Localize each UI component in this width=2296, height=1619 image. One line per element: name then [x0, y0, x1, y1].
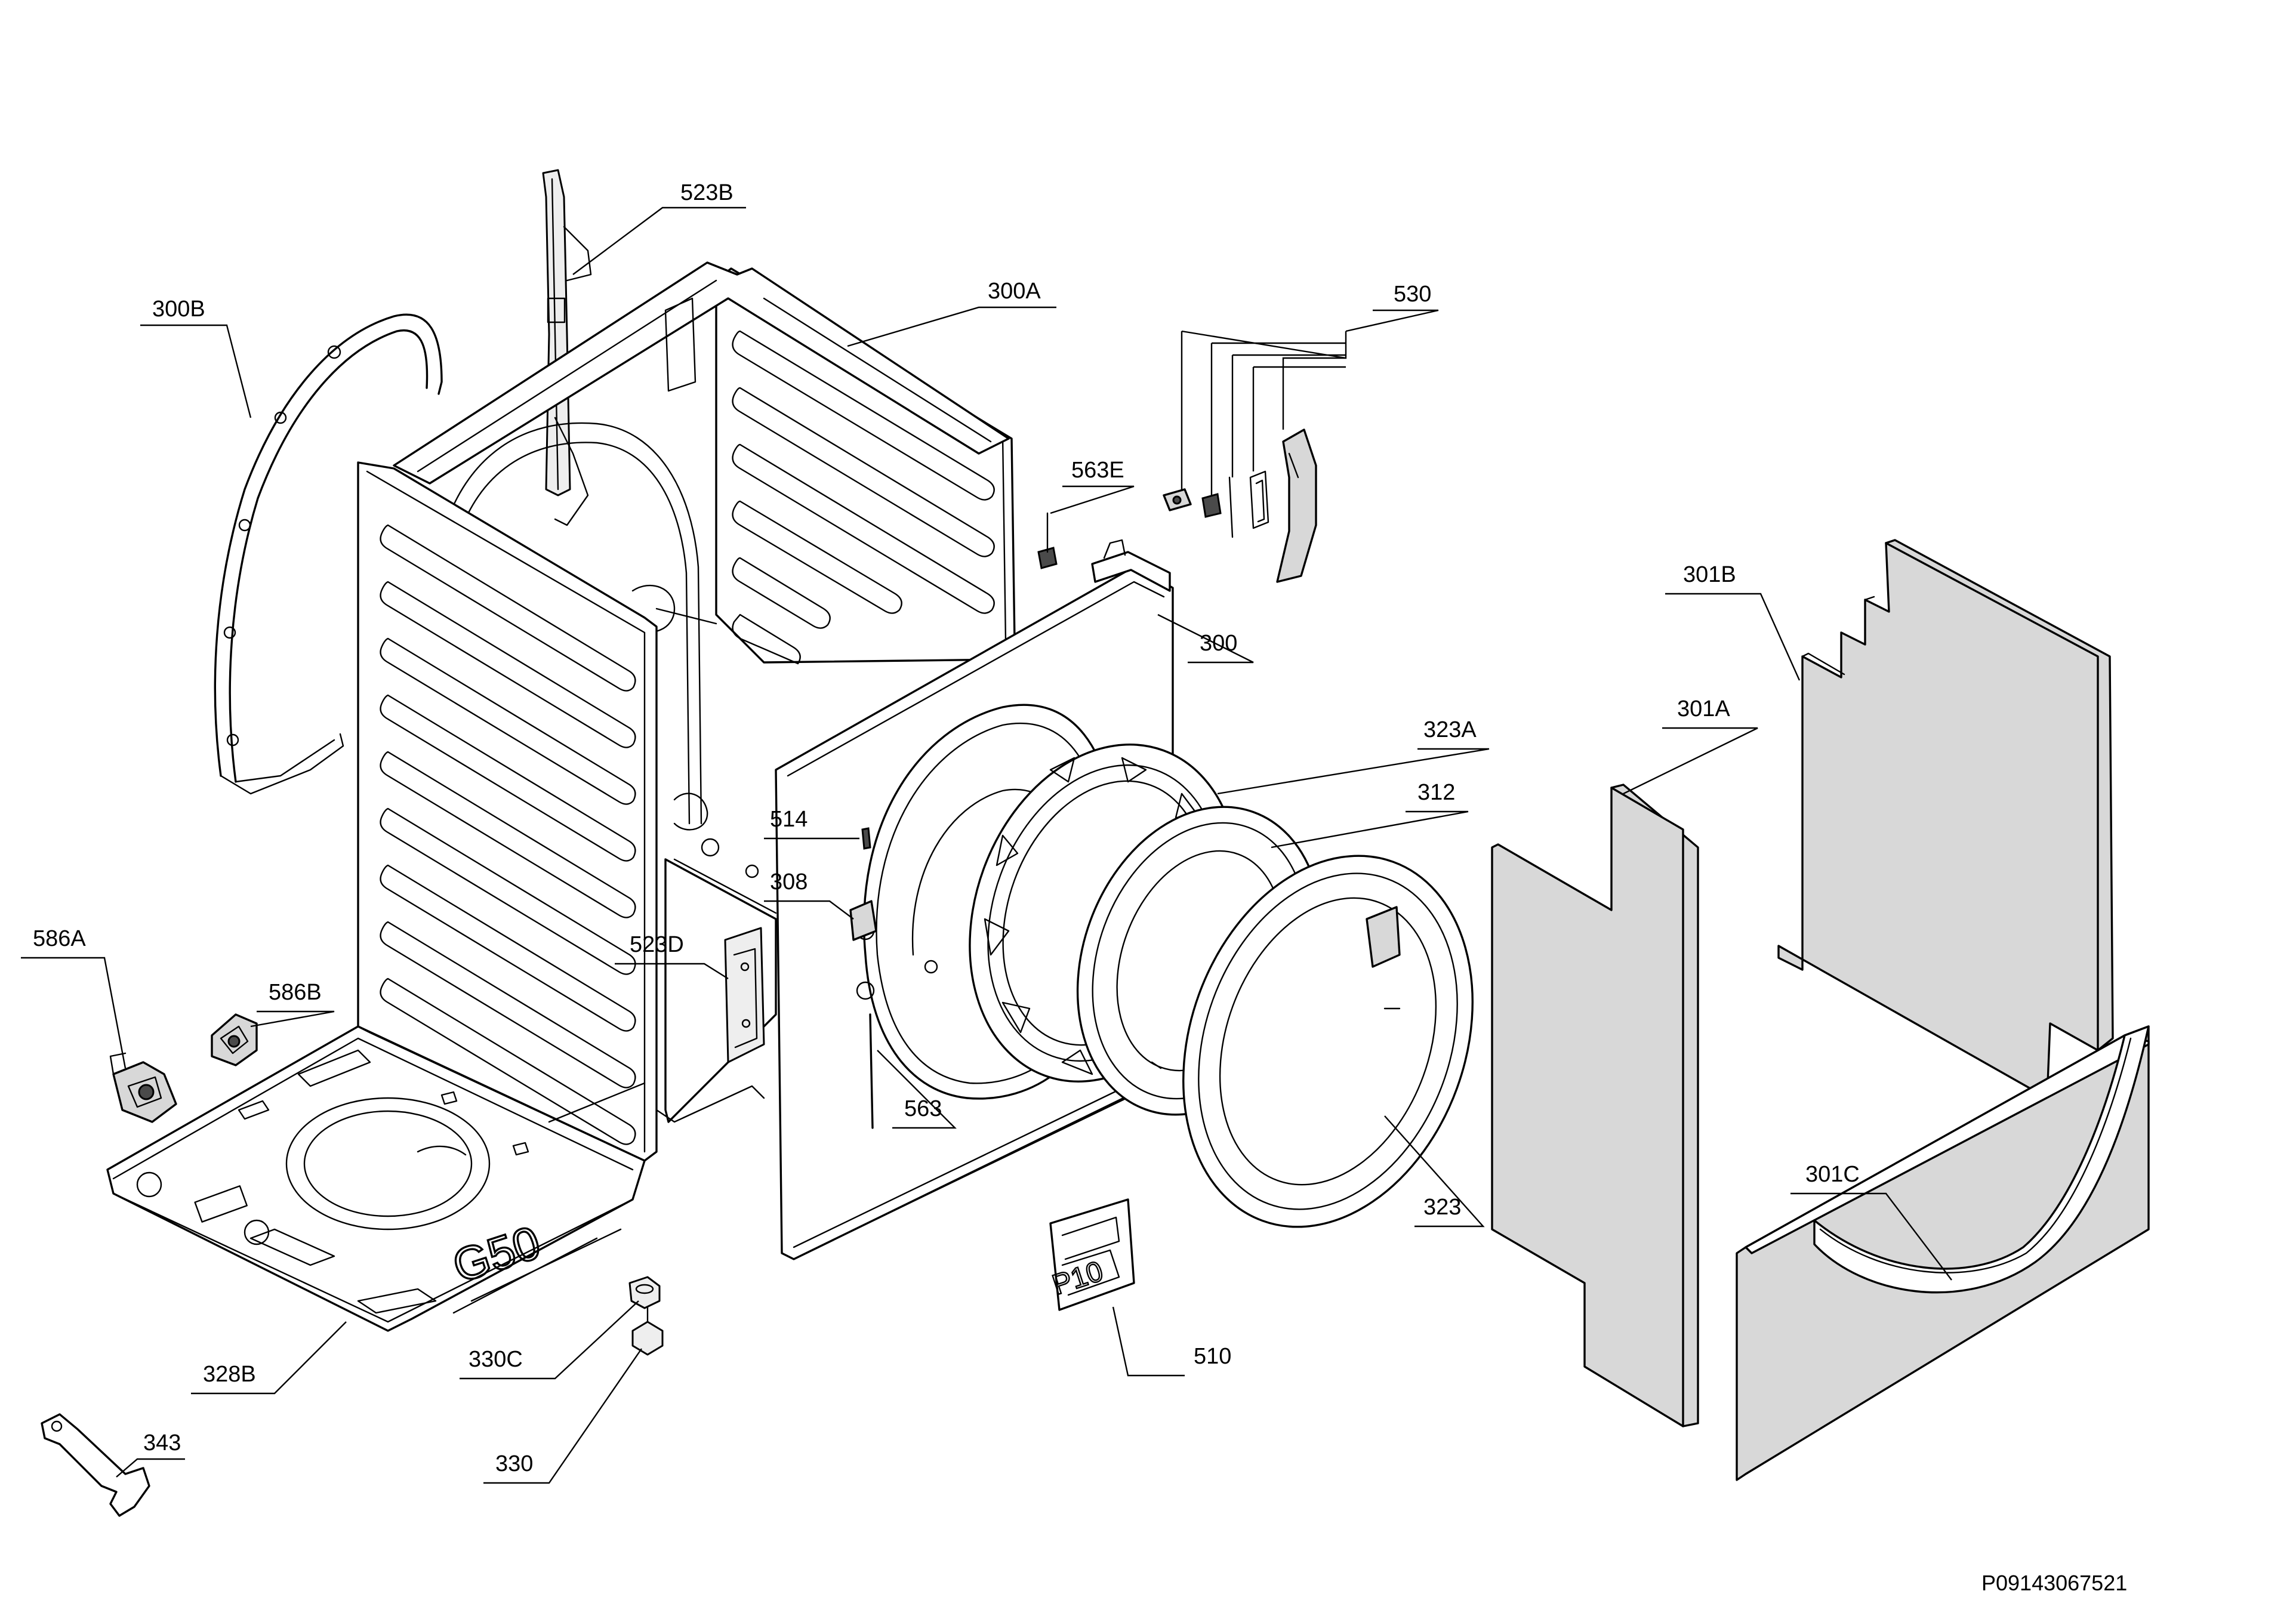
- svg-text:300B: 300B: [152, 297, 205, 322]
- svg-text:530: 530: [1394, 282, 1431, 307]
- part-563-rod: [869, 1013, 874, 1129]
- part-530-door-lock: [1163, 330, 1347, 583]
- svg-text:328B: 328B: [203, 1362, 256, 1387]
- part-586B-clip: [211, 1013, 258, 1066]
- svg-text:586B: 586B: [269, 980, 322, 1005]
- svg-text:323: 323: [1423, 1195, 1461, 1220]
- svg-text:523D: 523D: [630, 932, 684, 957]
- label-530: 530: [1345, 282, 1439, 332]
- label-301B: 301B: [1665, 562, 1801, 681]
- label-586A: 586A: [21, 926, 127, 1069]
- label-343: 343: [116, 1430, 185, 1478]
- label-323A: 323A: [1217, 717, 1490, 795]
- svg-text:301C: 301C: [1805, 1162, 1860, 1187]
- part-330-foot: [631, 1306, 664, 1356]
- label-328B: 328B: [191, 1321, 347, 1395]
- part-301A-insulation: [1491, 784, 1699, 1427]
- label-300B: 300B: [140, 297, 252, 418]
- svg-text:312: 312: [1417, 780, 1455, 805]
- cabinet-left-side-panel: [357, 461, 765, 1162]
- svg-text:586A: 586A: [33, 926, 86, 951]
- label-330: 330: [483, 1348, 642, 1484]
- part-514-screw: [861, 827, 871, 850]
- svg-text:330: 330: [495, 1451, 533, 1476]
- svg-text:523B: 523B: [680, 180, 734, 205]
- part-510-plate: [1049, 1198, 1135, 1311]
- part-523D-plate: [724, 927, 765, 1063]
- part-300B-frame-seal: [214, 313, 443, 795]
- label-563E: 563E: [1050, 458, 1135, 514]
- document-number: P09143067521: [1981, 1571, 2127, 1595]
- svg-text:308: 308: [770, 869, 808, 895]
- label-514: 514: [764, 807, 859, 840]
- part-343-wrench: [41, 1413, 150, 1517]
- svg-text:323A: 323A: [1423, 717, 1477, 742]
- svg-text:510: 510: [1194, 1344, 1231, 1369]
- label-323: 323: [1384, 1115, 1485, 1228]
- part-563E-screw: [1037, 512, 1058, 569]
- label-308: 308: [764, 869, 854, 920]
- part-308-hinge: [849, 900, 877, 941]
- label-330C: 330C: [460, 1300, 639, 1380]
- label-586B: 586B: [250, 980, 335, 1028]
- svg-text:563E: 563E: [1071, 458, 1124, 483]
- label-300A: 300A: [847, 279, 1056, 347]
- label-510: 510: [1112, 1306, 1231, 1377]
- part-586A-clip: [109, 1052, 177, 1123]
- label-563: 563: [877, 1050, 957, 1129]
- svg-text:301B: 301B: [1683, 562, 1736, 587]
- label-523D: 523D: [615, 932, 729, 980]
- part-328B-base: [106, 1025, 646, 1332]
- label-301C: 301C: [1790, 1162, 1952, 1281]
- svg-text:514: 514: [770, 807, 808, 832]
- part-301C-insulation: [1736, 1025, 2150, 1481]
- label-523B: 523B: [572, 180, 746, 275]
- svg-text:301A: 301A: [1677, 696, 1730, 721]
- svg-text:343: 343: [143, 1430, 181, 1455]
- part-330C-nut: [628, 1276, 661, 1309]
- label-301A: 301A: [1623, 696, 1758, 795]
- label-312: 312: [1271, 780, 1469, 849]
- part-523B-bracket: [542, 169, 592, 526]
- part-300A-cabinet-side: [393, 261, 1016, 1123]
- part-301B-insulation: [1777, 539, 2114, 1099]
- label-300: 300: [1157, 613, 1254, 664]
- svg-text:330C: 330C: [469, 1347, 523, 1372]
- svg-text:300A: 300A: [988, 279, 1041, 304]
